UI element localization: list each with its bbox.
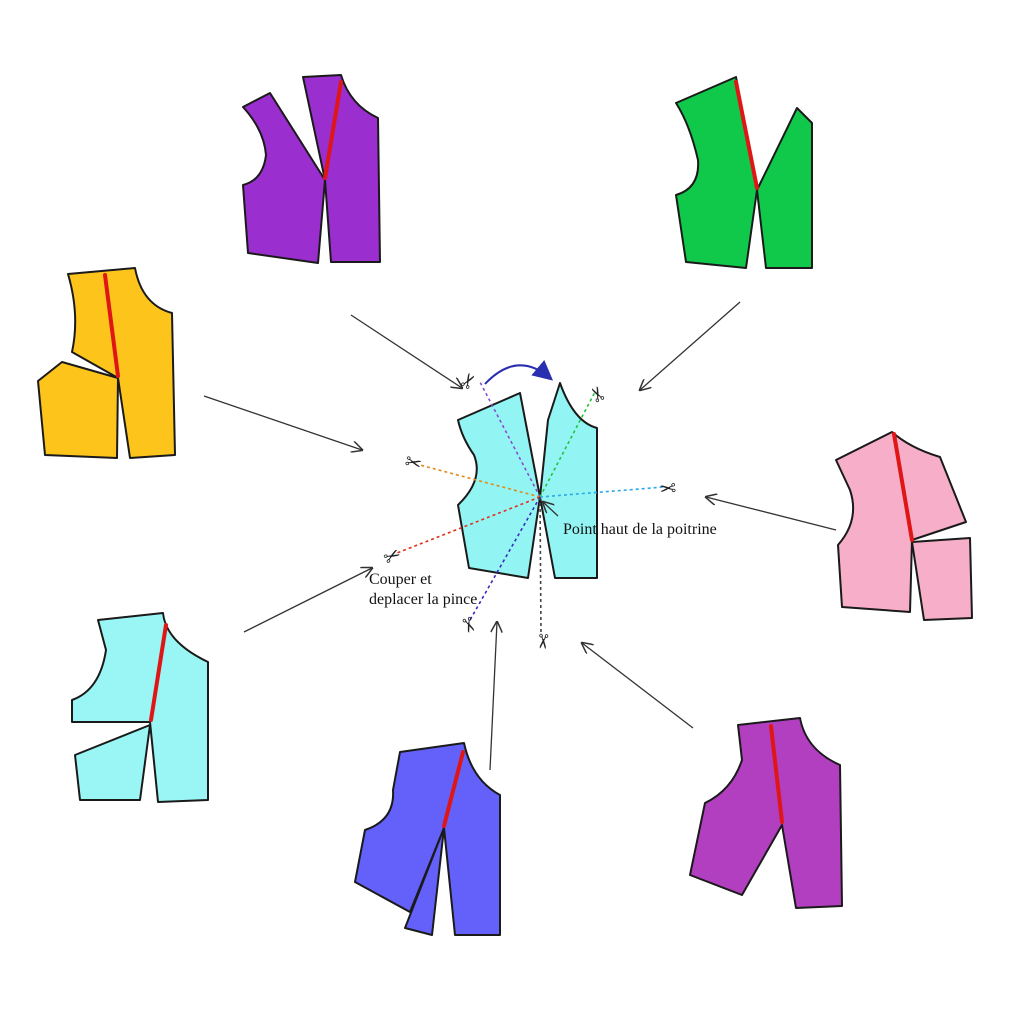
instruction-label-line2: deplacer la pince [369, 591, 477, 608]
blue-dart-piece [404, 827, 445, 936]
dart-line [149, 623, 168, 722]
bust-point-pointer [543, 502, 559, 517]
variation-green [675, 76, 813, 269]
dart-line [323, 80, 343, 180]
arrow-pink [706, 497, 837, 531]
dart-line [769, 724, 784, 824]
variation-yellow [37, 267, 176, 459]
arrow-cyan [243, 568, 372, 633]
arrow-purple [350, 314, 462, 388]
scissors-icon: ✂ [658, 475, 677, 500]
arrow-magenta [582, 643, 694, 729]
scissors-icon: ✂ [530, 632, 555, 651]
center-bodice-right-piece [539, 382, 598, 579]
scissors-icon: ✂ [379, 541, 406, 570]
pink-upper-piece [835, 431, 967, 613]
dart-line [734, 80, 759, 190]
cut-line-green [539, 391, 596, 498]
variation-cyan [71, 612, 209, 803]
scissors-icon: ✂ [583, 381, 612, 406]
center-bodice [396, 360, 665, 636]
variation-pink [835, 431, 973, 621]
yellow-lower-piece [37, 361, 119, 459]
bust-point-label: Point haut de la poitrine [563, 521, 717, 538]
pink-lower-piece [911, 537, 973, 621]
arrow-green [640, 301, 741, 390]
cut-line-red [396, 496, 541, 554]
green-left-piece [675, 76, 758, 269]
green-right-piece [756, 107, 813, 269]
arrow-yellow [203, 395, 362, 450]
blue-main-piece [354, 742, 501, 936]
dart-line [892, 432, 914, 542]
variation-purple [242, 74, 381, 264]
instruction-label-line1: Couper et [369, 571, 432, 588]
variation-blue [354, 742, 501, 936]
connector-arrows [203, 301, 837, 771]
yellow-upper-piece [67, 267, 176, 459]
rotate-arrow [484, 360, 554, 385]
variation-magenta [689, 717, 843, 909]
scissors-icon: ✂ [455, 613, 483, 637]
cyan-lower-piece [74, 724, 151, 801]
cut-line-orange [419, 464, 541, 498]
purple-right-piece [302, 74, 381, 263]
magenta-main-piece [689, 717, 843, 909]
dart-line [442, 750, 465, 828]
scissors-icon: ✂ [402, 449, 424, 477]
cyan-upper-piece [71, 612, 209, 803]
cut-line-dark [539, 496, 542, 636]
arrow-blue [489, 622, 497, 771]
cut-line-purple [479, 381, 541, 498]
purple-left-piece [242, 92, 326, 264]
scissors-icon: ✂ [454, 368, 483, 395]
dart-line [103, 273, 120, 378]
cut-line-blue [539, 486, 665, 498]
